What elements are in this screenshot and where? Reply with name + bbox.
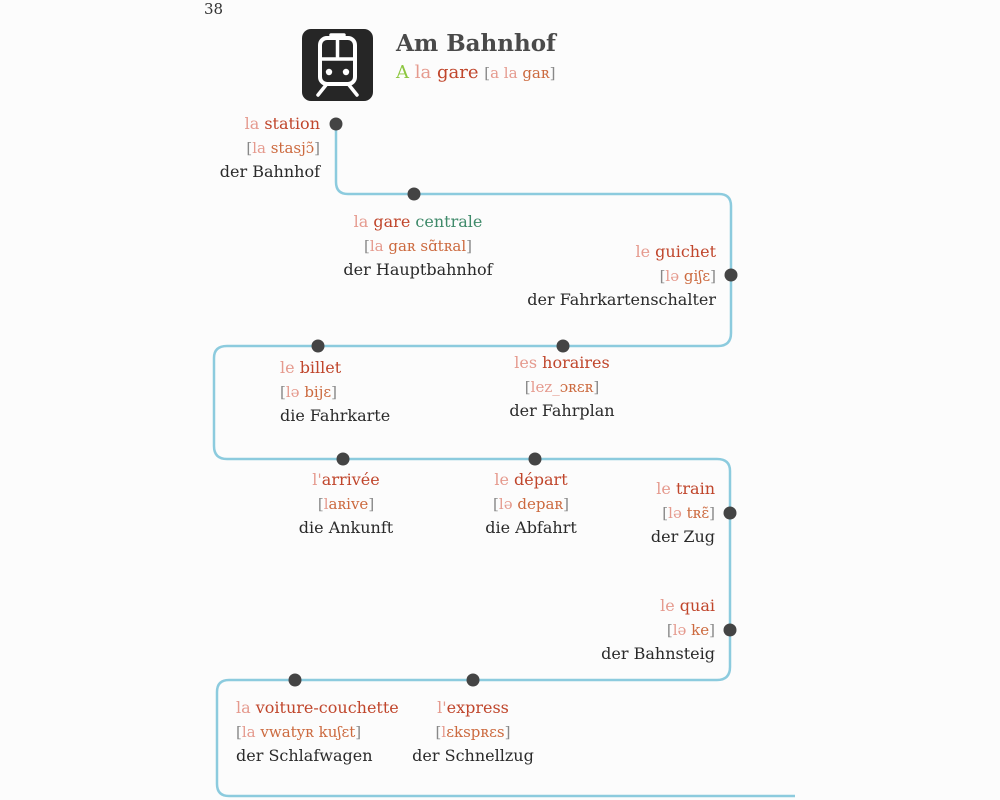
- entry-express: l'express [lɛkspʀɛs] der Schnellzug: [412, 696, 534, 768]
- pronunciation: [lɛkspʀɛs]: [435, 723, 511, 741]
- german-translation: die Fahrkarte: [280, 406, 391, 425]
- french-term: le départ: [494, 470, 568, 489]
- pronunciation: [lə tʀɛ̃]: [662, 504, 715, 522]
- french-term: la station: [244, 114, 320, 133]
- stop-dot-depart: [528, 452, 542, 466]
- german-translation: der Bahnhof: [219, 162, 320, 181]
- german-translation: der Schlafwagen: [236, 746, 373, 765]
- german-translation: der Bahnsteig: [601, 644, 715, 663]
- entry-quai: le quai [lə ke] der Bahnsteig: [601, 594, 715, 666]
- pronunciation: [lez_ɔʀɛʀ]: [524, 378, 600, 396]
- stop-dot-billet: [311, 339, 325, 353]
- page-title: Am Bahnhof: [396, 30, 556, 57]
- german-translation: der Fahrplan: [509, 401, 615, 420]
- german-translation: die Abfahrt: [485, 518, 577, 537]
- entry-horaires: les horaires [lez_ɔʀɛʀ]der Fahrplan: [509, 351, 614, 423]
- french-term: le quai: [660, 596, 715, 615]
- subtitle-noun: gare: [436, 62, 479, 83]
- train-icon: [302, 29, 373, 101]
- entry-depart: le départ [lə depaʀ] die Abfahrt: [485, 468, 577, 540]
- german-translation: der Zug: [650, 527, 715, 546]
- stop-dot-quai: [723, 623, 737, 637]
- french-term: la voiture-couchette: [236, 698, 399, 717]
- page-number: 38: [204, 0, 224, 18]
- pronunciation: [laʀive]: [317, 495, 375, 513]
- route-line: [212, 124, 795, 798]
- french-term: le guichet: [635, 242, 716, 261]
- subtitle-article-la: la: [414, 62, 432, 83]
- pronunciation: [la stasjɔ̃]: [246, 139, 320, 157]
- stop-dot-horaires: [556, 339, 570, 353]
- entry-billet: le billet [lə bijɛ] die Fahrkarte: [280, 356, 390, 428]
- stop-dot-gare-centrale: [407, 187, 421, 201]
- pronunciation: [lə bijɛ]: [280, 383, 338, 401]
- subtitle-ipa: [a la gaʀ]: [484, 64, 556, 82]
- french-term: l'express: [437, 698, 509, 717]
- pronunciation: [la vwatyʀ kuʃɛt]: [236, 723, 362, 741]
- entry-gare-centrale: la gare centrale [la gaʀ sɑ̃tʀal] der Haup…: [343, 210, 492, 282]
- french-term: le billet: [280, 358, 342, 377]
- french-term: la gare centrale: [353, 212, 483, 231]
- stop-dot-station: [329, 117, 343, 131]
- stop-dot-voiture-couchette: [288, 673, 302, 687]
- german-translation: der Hauptbahnhof: [343, 260, 493, 279]
- page-subtitle: A la gare [a la gaʀ]: [396, 62, 555, 83]
- german-translation: der Fahrkartenschalter: [527, 290, 716, 309]
- french-term: le train: [656, 479, 715, 498]
- stop-dot-arrivee: [336, 452, 350, 466]
- entry-voiture-couchette: la voiture-couchette [la vwatyʀ kuʃɛt] der…: [236, 696, 399, 768]
- stop-dot-train: [723, 506, 737, 520]
- entry-guichet: le guichet [lə giʃɛ] der Fahrkartenschalte…: [527, 240, 716, 312]
- entry-arrivee: l'arrivée [laʀive] die Ankunft: [299, 468, 393, 540]
- stop-dot-express: [466, 673, 480, 687]
- pronunciation: [lə ke]: [666, 621, 715, 639]
- german-translation: die Ankunft: [298, 518, 394, 537]
- entry-station: la station [la stasjɔ̃] der Bahnhof: [220, 112, 320, 184]
- subtitle-article-a: A: [396, 62, 409, 83]
- french-term: les horaires: [514, 353, 610, 372]
- pronunciation: [la gaʀ sɑ̃tʀal]: [363, 237, 473, 255]
- pronunciation: [lə depaʀ]: [493, 495, 569, 513]
- entry-train: le train [lə tʀɛ̃] der Zug: [651, 477, 715, 549]
- french-term: l'arrivée: [312, 470, 380, 489]
- stop-dot-guichet: [724, 268, 738, 282]
- pronunciation: [lə giʃɛ]: [659, 267, 716, 285]
- german-translation: der Schnellzug: [412, 746, 534, 765]
